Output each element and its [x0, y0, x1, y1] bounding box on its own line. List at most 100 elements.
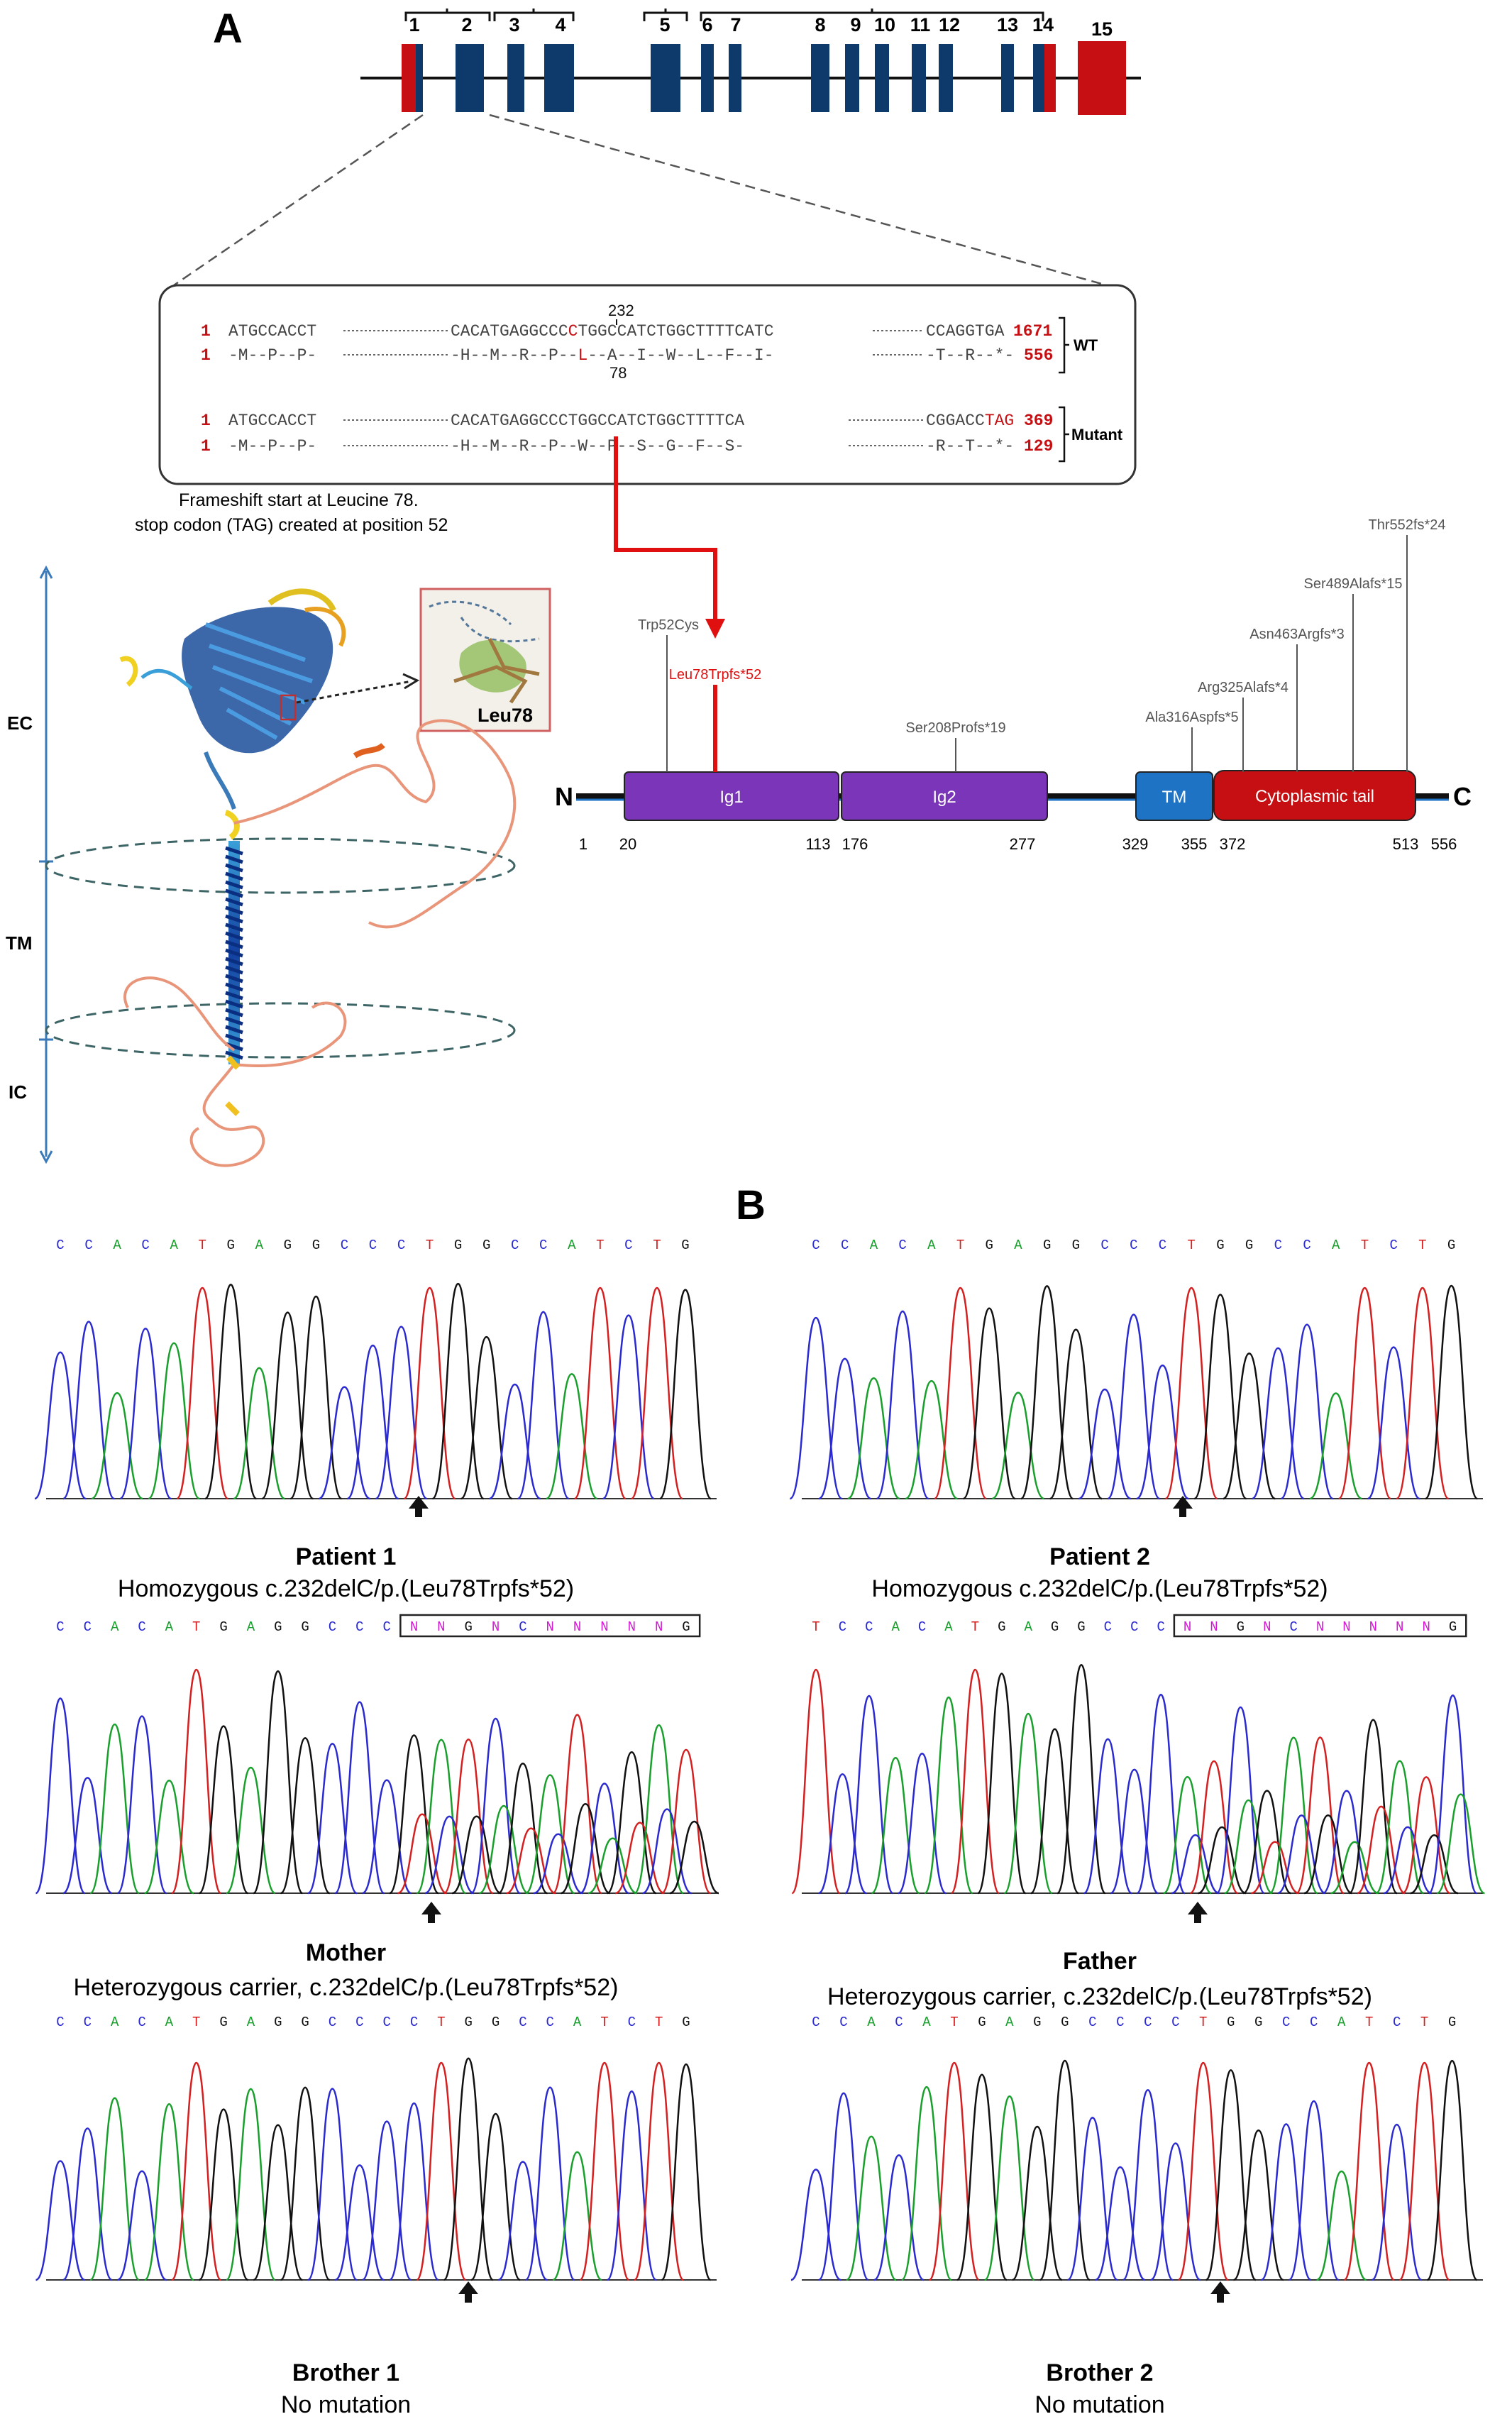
- base-letter: G: [1447, 1238, 1455, 1253]
- base-letter: C: [539, 1238, 547, 1253]
- exon-label-13: 13: [997, 14, 1018, 35]
- base-letter: T: [653, 1238, 661, 1253]
- trace-peak: [1316, 2170, 1367, 2281]
- tm-helix-turn: [225, 846, 243, 856]
- base-letter: C: [1144, 2015, 1152, 2030]
- base-letter: T: [600, 2015, 608, 2030]
- n-terminus-label: N: [555, 782, 573, 811]
- base-letter: N: [1210, 1619, 1218, 1635]
- exon-3: [507, 44, 524, 112]
- base-letter: G: [998, 1619, 1005, 1635]
- base-letter: C: [84, 2015, 92, 2030]
- trace-peak: [1067, 2117, 1118, 2281]
- trace-peak: [1189, 1760, 1239, 1895]
- trace-subject-name: Patient 1: [296, 1543, 397, 1570]
- exon-9: [845, 44, 859, 112]
- base-letter: A: [922, 2015, 931, 2030]
- trace-peak: [1337, 1286, 1392, 1500]
- base-letter: G: [1051, 1619, 1059, 1635]
- position-113: 113: [805, 835, 830, 853]
- base-letter: N: [1183, 1619, 1191, 1635]
- trace-peak: [346, 1344, 399, 1500]
- base-letter: C: [1088, 2015, 1096, 2030]
- trace-peak: [1401, 1776, 1451, 1895]
- position-372: 372: [1220, 835, 1246, 853]
- mutation-arrow: [1173, 1496, 1193, 1517]
- trace-subject-desc: No mutation: [281, 2391, 411, 2418]
- base-letter: G: [492, 2015, 500, 2030]
- trace-peak: [226, 1766, 276, 1895]
- trace-peak: [451, 1815, 502, 1895]
- trace-peak: [1426, 2059, 1478, 2281]
- trace-peak: [1049, 1328, 1103, 1500]
- yellow-segment-ic: [225, 1055, 241, 1116]
- trace-peak: [517, 1311, 570, 1500]
- exon-label-6: 6: [702, 14, 712, 35]
- pos-232-label: 232: [608, 302, 634, 319]
- base-letter: A: [111, 2015, 119, 2030]
- mut-dna-seq1: ATGCCACCT: [228, 412, 316, 430]
- base-letter: C: [1116, 2015, 1124, 2030]
- base-letter: N: [573, 1619, 581, 1635]
- trace-peak: [546, 1373, 598, 1500]
- alignment-box: [158, 284, 1137, 485]
- tm-helix-turn: [225, 982, 243, 992]
- trace-peak: [844, 1695, 894, 1895]
- base-letter: C: [1393, 2015, 1401, 2030]
- base-letter: T: [596, 1238, 604, 1253]
- exon-10: [875, 44, 889, 112]
- disordered-loop-ec: [233, 719, 517, 929]
- base-letter: G: [1227, 2015, 1235, 2030]
- mut-prot-seq1: -M--P--P-: [228, 437, 316, 456]
- mutation-arrow: [1210, 2281, 1230, 2303]
- wt-prot-seq3: -T--R--*-: [926, 346, 1014, 365]
- panel-b-label: B: [736, 1182, 766, 1228]
- trace-peak: [460, 1335, 513, 1500]
- mutant-bracket: [1059, 406, 1069, 463]
- trace-peak: [983, 2095, 1036, 2281]
- position-20: 20: [619, 835, 636, 853]
- base-letter: T: [812, 1619, 820, 1635]
- trace-peak: [388, 2102, 440, 2281]
- trace-peak: [389, 1734, 439, 1895]
- base-letter: N: [492, 1619, 500, 1635]
- trace-peak: [1205, 2069, 1257, 2281]
- trace-peak: [416, 1739, 467, 1895]
- trace-peak: [1078, 1388, 1132, 1500]
- base-letter: A: [1005, 2015, 1014, 2030]
- zoom-line-right: [489, 114, 1108, 287]
- mut-prot-seq3: -R--T--*-: [926, 437, 1014, 456]
- exon-label-5: 5: [659, 14, 670, 35]
- trace-peak: [630, 1286, 684, 1500]
- base-letter: A: [568, 1238, 576, 1253]
- caption-line-1: Frameshift start at Leucine 78.: [179, 490, 419, 510]
- wt-prot-start: 1: [201, 346, 211, 365]
- region-ic: IC: [9, 1081, 27, 1103]
- wt-bracket: [1059, 316, 1069, 374]
- position-277: 277: [1010, 835, 1036, 853]
- base-letter: C: [898, 1238, 906, 1253]
- trace-peak: [633, 2061, 685, 2281]
- membrane-ellipse-top: [45, 837, 516, 894]
- trace-peak: [1357, 1805, 1406, 1895]
- position-513: 513: [1393, 835, 1419, 853]
- exon-label-10: 10: [874, 14, 895, 35]
- trace-peak: [1396, 1286, 1450, 1500]
- base-letter: G: [465, 2015, 473, 2030]
- base-letter: T: [192, 1619, 200, 1635]
- base-letter: T: [1420, 2015, 1428, 2030]
- domain-label-3: Cytoplasmic tail: [1255, 787, 1374, 806]
- region-tm: TM: [6, 932, 33, 954]
- trace-peak: [551, 1714, 603, 1895]
- tm-helix-turn: [225, 863, 243, 873]
- exon-12: [939, 44, 953, 112]
- mut-dna-end: 369: [1024, 412, 1053, 430]
- trace-peak: [1107, 1313, 1161, 1500]
- exon-label-15: 15: [1091, 18, 1113, 40]
- base-letter: T: [426, 1238, 434, 1253]
- tm-helix-turn: [225, 871, 243, 881]
- trace-peak: [35, 2160, 86, 2281]
- trace-peak: [1110, 1768, 1159, 1895]
- base-letter: C: [355, 1619, 363, 1635]
